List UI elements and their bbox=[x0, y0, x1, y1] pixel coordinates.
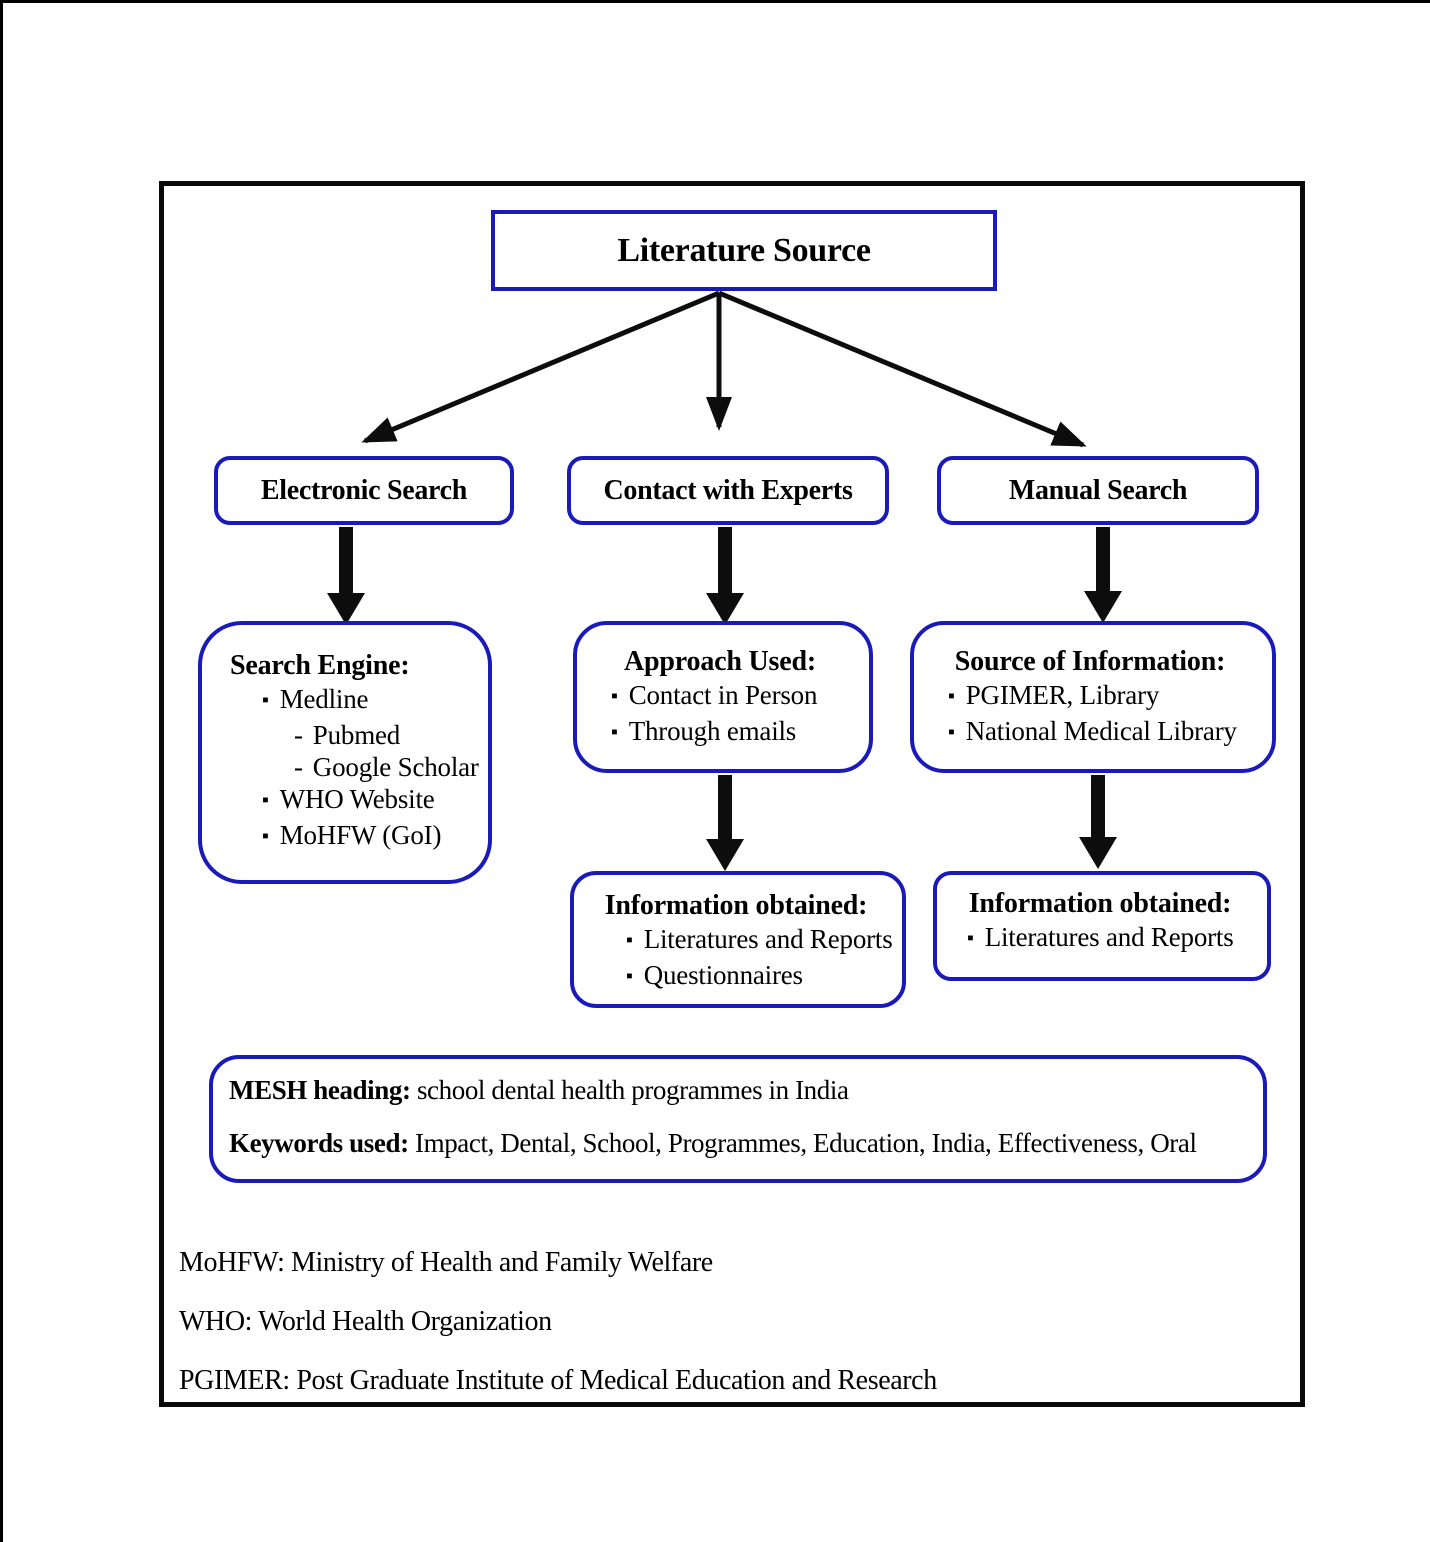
information-obtained-manual-box: Information obtained: ▪ Literatures and R… bbox=[933, 871, 1271, 981]
list-item-label: Medline bbox=[279, 684, 369, 714]
list-item-label: Google Scholar bbox=[312, 752, 479, 782]
square-bullet-icon: ▪ bbox=[262, 790, 269, 811]
square-bullet-icon: ▪ bbox=[626, 930, 633, 951]
source-of-information-box: Source of Information: ▪PGIMER, Library … bbox=[910, 621, 1276, 773]
square-bullet-icon: ▪ bbox=[611, 722, 618, 743]
list-item: ▪ National Medical Library bbox=[914, 715, 1266, 751]
search-engine-heading: Search Engine: bbox=[230, 650, 410, 681]
list-item-label: Literatures and Reports bbox=[643, 924, 893, 954]
list-item: ▪ WHO Website bbox=[230, 783, 480, 819]
list-item: ▪ PGIMER, Library bbox=[914, 679, 1266, 715]
manual-search-box: Manual Search bbox=[937, 456, 1259, 525]
list-item: ▪ Literatures and Reports bbox=[937, 921, 1263, 957]
abbreviation-legend: MoHFW: Ministry of Health and Family Wel… bbox=[179, 1247, 937, 1424]
dash-bullet-icon: - bbox=[294, 720, 303, 750]
list-item: ▪ Medline bbox=[230, 683, 480, 719]
approach-used-box: Approach Used: ▪ Contact in Person ▪ Throu… bbox=[573, 621, 873, 773]
contact-with-experts-label: Contact with Experts bbox=[603, 474, 853, 506]
mesh-keywords-box: MESH heading: school dental health progr… bbox=[209, 1055, 1267, 1183]
list-item-label: Through emails bbox=[628, 716, 797, 746]
keywords-used-line: Keywords used: Impact, Dental, School, P… bbox=[229, 1128, 1253, 1159]
list-item-label: National Medical Library bbox=[965, 716, 1237, 746]
list-item-label: Literatures and Reports bbox=[984, 922, 1234, 952]
information-obtained-experts-box: Information obtained: ▪ Literatures and R… bbox=[570, 871, 906, 1008]
manual-search-label: Manual Search bbox=[1008, 474, 1188, 506]
approach-used-heading: Approach Used: bbox=[624, 646, 816, 677]
list-item: ▪ Contact in Person bbox=[577, 679, 863, 715]
square-bullet-icon: ▪ bbox=[948, 686, 955, 707]
list-item-label: MoHFW (GoI) bbox=[279, 820, 442, 850]
square-bullet-icon: ▪ bbox=[262, 826, 269, 847]
list-item-label: Pubmed bbox=[312, 720, 401, 750]
electronic-search-label: Electronic Search bbox=[260, 474, 468, 506]
list-item-label: WHO Website bbox=[279, 784, 435, 814]
list-item-label: Questionnaires bbox=[643, 960, 803, 990]
mesh-heading-text: school dental health programmes in India bbox=[410, 1075, 849, 1105]
square-bullet-icon: ▪ bbox=[626, 966, 633, 987]
keywords-used-label: Keywords used: bbox=[229, 1128, 409, 1158]
keywords-used-text: Impact, Dental, School, Programmes, Educ… bbox=[408, 1128, 1197, 1158]
list-item: ▪ Questionnaires bbox=[574, 959, 898, 995]
list-item: ▪ Through emails bbox=[577, 715, 863, 751]
mesh-heading-line: MESH heading: school dental health progr… bbox=[229, 1075, 1253, 1106]
square-bullet-icon: ▪ bbox=[611, 686, 618, 707]
list-item: -Pubmed bbox=[230, 719, 480, 751]
literature-source-label: Literature Source bbox=[617, 231, 871, 269]
list-item: ▪ Literatures and Reports bbox=[574, 923, 898, 959]
search-engine-box: Search Engine: ▪ Medline -Pubmed -Google … bbox=[198, 621, 492, 884]
literature-source-box: Literature Source bbox=[491, 210, 997, 291]
square-bullet-icon: ▪ bbox=[948, 722, 955, 743]
legend-who: WHO: World Health Organization bbox=[179, 1306, 552, 1337]
list-item: ▪ MoHFW (GoI) bbox=[230, 819, 480, 855]
mesh-heading-label: MESH heading: bbox=[229, 1075, 411, 1105]
list-item-label: PGIMER, Library bbox=[965, 680, 1160, 710]
electronic-search-box: Electronic Search bbox=[214, 456, 514, 525]
square-bullet-icon: ▪ bbox=[967, 928, 974, 949]
legend-pgimer: PGIMER: Post Graduate Institute of Medic… bbox=[179, 1365, 937, 1396]
legend-mohfw: MoHFW: Ministry of Health and Family Wel… bbox=[179, 1247, 713, 1278]
source-of-information-heading: Source of Information: bbox=[954, 646, 1226, 677]
information-obtained-heading: Information obtained: bbox=[968, 888, 1232, 919]
dash-bullet-icon: - bbox=[294, 752, 303, 782]
information-obtained-heading: Information obtained: bbox=[604, 890, 868, 921]
square-bullet-icon: ▪ bbox=[262, 690, 269, 711]
list-item: -Google Scholar bbox=[230, 751, 480, 783]
list-item-label: Contact in Person bbox=[628, 680, 818, 710]
contact-with-experts-box: Contact with Experts bbox=[567, 456, 889, 525]
